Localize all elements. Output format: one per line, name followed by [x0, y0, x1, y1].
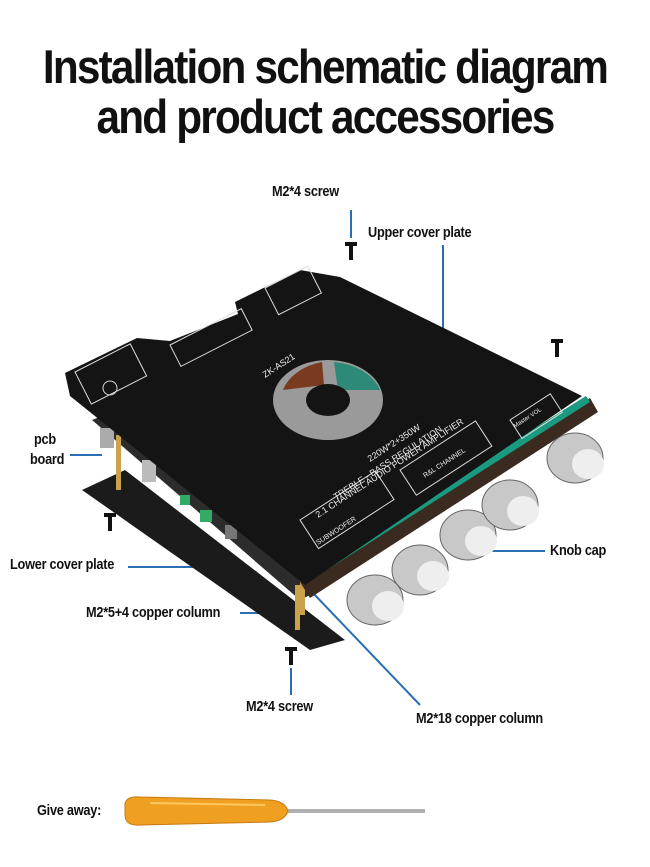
- screw-icon: [345, 242, 357, 260]
- knob-cap: [439, 509, 497, 561]
- label-bottom-screw: M2*4 screw: [246, 698, 313, 715]
- label-knob-cap: Knob cap: [550, 542, 607, 559]
- panel-silkscreen: [74, 265, 563, 550]
- label-pcb-line1: pcb: [34, 431, 56, 448]
- label-upper-cover-plate: Upper cover plate: [368, 224, 472, 241]
- knob-cap: [481, 479, 539, 531]
- label-pcb-line2: board: [30, 451, 65, 468]
- pcb-components: [100, 428, 237, 539]
- screw-icon: [104, 513, 116, 531]
- label-copper-column-short: M2*5+4 copper column: [86, 604, 221, 621]
- screwdriver-icon: [124, 796, 425, 826]
- label-top-screw: M2*4 screw: [272, 183, 339, 200]
- label-lower-cover-plate: Lower cover plate: [10, 556, 115, 573]
- fan-window: [273, 360, 383, 440]
- knob-cap: [346, 574, 404, 626]
- knob-cap: [391, 544, 449, 596]
- screw-icon: [285, 647, 297, 665]
- knob-cap: [546, 432, 604, 484]
- label-copper-column-long: M2*18 copper column: [416, 710, 543, 727]
- title-line-1: Installation schematic diagram: [42, 40, 609, 93]
- screw-icon: [551, 339, 563, 357]
- lower-cover-plate: [82, 470, 345, 650]
- knob-caps: [346, 432, 604, 626]
- title-line-2: and product accessories: [96, 90, 555, 143]
- front-panel: [300, 398, 598, 598]
- label-give-away: Give away:: [37, 802, 102, 819]
